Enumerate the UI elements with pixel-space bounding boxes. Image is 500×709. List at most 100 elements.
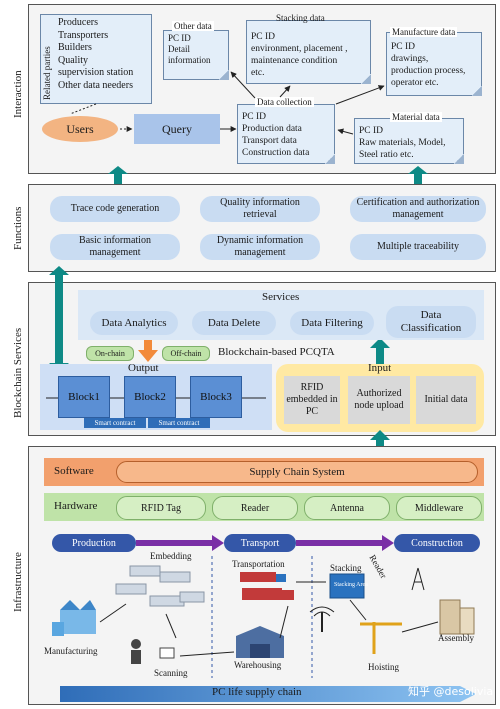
software-label: Software <box>54 465 94 477</box>
teal-arrow-up-2 <box>370 430 390 458</box>
stage-arrows <box>136 535 394 551</box>
input-rfid: RFID embedded in PC <box>284 376 340 424</box>
teal-arrow-up <box>370 338 390 364</box>
pcqta-label: Blockchain-based PCQTA <box>218 346 335 358</box>
infrastructure-illustrations <box>52 565 475 664</box>
hardware-reader[interactable]: Reader <box>212 496 298 520</box>
function-trace-code[interactable]: Trace code generation <box>50 196 180 222</box>
functions-layer-label: Functions <box>12 206 24 250</box>
warehouse-icon <box>236 626 284 658</box>
note-line: Construction data <box>242 148 310 158</box>
hardware-label: Hardware <box>54 500 98 512</box>
supply-chain-system[interactable]: Supply Chain System <box>116 461 478 483</box>
scanning-icon <box>131 639 175 664</box>
reader-tower-icon <box>411 567 425 591</box>
input-authorized-node: Authorized node upload <box>348 376 410 424</box>
material-data-note: PC ID Raw materials, Model, Steel ratio … <box>354 118 464 164</box>
note-line: Detail <box>168 44 190 54</box>
smart-contract-2: Smart contract <box>148 418 210 428</box>
stage-transport[interactable]: Transport <box>224 534 296 552</box>
manufacture-data-note: PC ID drawings, production process, oper… <box>386 32 482 96</box>
function-dynamic-info[interactable]: Dynamic information management <box>200 234 320 260</box>
stage-construction[interactable]: Construction <box>394 534 480 552</box>
note-line: information <box>168 55 211 65</box>
manufacture-data-title: Manufacture data <box>390 27 458 37</box>
function-certification[interactable]: Certification and authorization manageme… <box>350 196 486 222</box>
service-data-analytics[interactable]: Data Analytics <box>90 311 178 335</box>
party-item: Producers <box>58 17 98 28</box>
block-3[interactable]: Block3 <box>190 376 242 418</box>
step-embedding: Embedding <box>150 551 192 561</box>
step-scanning: Scanning <box>154 668 188 678</box>
note-line: PC ID <box>391 42 416 52</box>
stacking-data-note: PC ID environment, placement , maintenan… <box>246 20 371 84</box>
off-chain-label: Off-chain <box>162 346 210 361</box>
note-line: environment, placement , <box>251 44 348 54</box>
teal-arrow-long <box>49 266 69 372</box>
hardware-rfid-tag[interactable]: RFID Tag <box>116 496 206 520</box>
input-label: Input <box>368 362 392 374</box>
party-item: Quality <box>58 54 88 66</box>
assembly-icon <box>439 599 475 635</box>
transportation-icon <box>240 572 294 600</box>
note-line: etc. <box>251 68 265 78</box>
blockchain-layer-label: Blockchain Services <box>12 327 24 418</box>
other-data-title: Other data <box>172 21 214 31</box>
hardware-middleware[interactable]: Middleware <box>396 496 482 520</box>
interaction-arrows <box>69 71 385 135</box>
function-quality-retrieval[interactable]: Quality information retrieval <box>200 196 320 222</box>
data-collection-note: PC ID Production data Transport data Con… <box>237 104 335 164</box>
services-title: Services <box>262 291 300 303</box>
note-line: PC ID <box>359 126 384 136</box>
party-item: Transporters <box>58 29 109 41</box>
service-data-classification[interactable]: Data Classification <box>386 306 476 338</box>
step-stacking: Stacking <box>330 563 362 573</box>
watermark: 知乎 @desolivia <box>408 685 494 698</box>
function-basic-info[interactable]: Basic information management <box>50 234 180 260</box>
stage-separators <box>211 556 313 678</box>
party-item: Other data needers <box>58 79 133 91</box>
note-line: maintenance condition <box>251 56 338 66</box>
hardware-antenna[interactable]: Antenna <box>304 496 390 520</box>
chain-arrow <box>138 340 158 362</box>
related-parties-list: Producers Transporters Builders Quality … <box>58 17 133 92</box>
smart-contract-1: Smart contract <box>84 418 146 428</box>
embedding-icon <box>115 565 205 607</box>
note-line: Raw materials, Model, <box>359 138 446 148</box>
note-line: operator etc. <box>391 78 439 88</box>
supply-chain-bar <box>60 686 476 702</box>
note-line: PC ID <box>168 33 191 43</box>
step-transportation: Transportation <box>232 559 285 569</box>
step-warehousing: Warehousing <box>234 660 282 670</box>
note-line: PC ID <box>242 112 267 122</box>
query-box[interactable]: Query <box>134 114 220 144</box>
service-data-delete[interactable]: Data Delete <box>192 311 276 335</box>
other-data-note: PC ID Detail information <box>163 30 229 80</box>
block-1[interactable]: Block1 <box>58 376 110 418</box>
related-parties-box <box>40 14 152 104</box>
block-2[interactable]: Block2 <box>124 376 176 418</box>
note-line: Production data <box>242 124 302 134</box>
output-label: Output <box>128 362 159 374</box>
material-data-title: Material data <box>390 112 442 122</box>
note-line: drawings, <box>391 54 429 64</box>
supply-chain-bar-label: PC life supply chain <box>212 686 302 698</box>
users-oval[interactable]: Users <box>42 116 118 142</box>
note-line: Steel ratio etc. <box>359 150 414 160</box>
service-data-filtering[interactable]: Data Filtering <box>290 311 374 335</box>
note-line: Transport data <box>242 136 297 146</box>
input-initial-data: Initial data <box>416 376 476 424</box>
stacking-area-icon <box>329 573 365 599</box>
stage-production[interactable]: Production <box>52 534 136 552</box>
note-line: PC ID <box>251 32 276 42</box>
function-multiple-traceability[interactable]: Multiple traceability <box>350 234 486 260</box>
party-item: Builders <box>58 42 92 53</box>
note-line: production process, <box>391 66 466 76</box>
step-manufacturing: Manufacturing <box>44 646 98 656</box>
on-chain-label: On-chain <box>86 346 134 361</box>
manufacturing-icon <box>52 600 96 636</box>
data-collection-title: Data collection <box>255 97 314 107</box>
stacking-area-label: Stacking Area <box>334 582 368 588</box>
antenna-icon <box>309 606 335 632</box>
step-hoisting: Hoisting <box>368 662 400 672</box>
